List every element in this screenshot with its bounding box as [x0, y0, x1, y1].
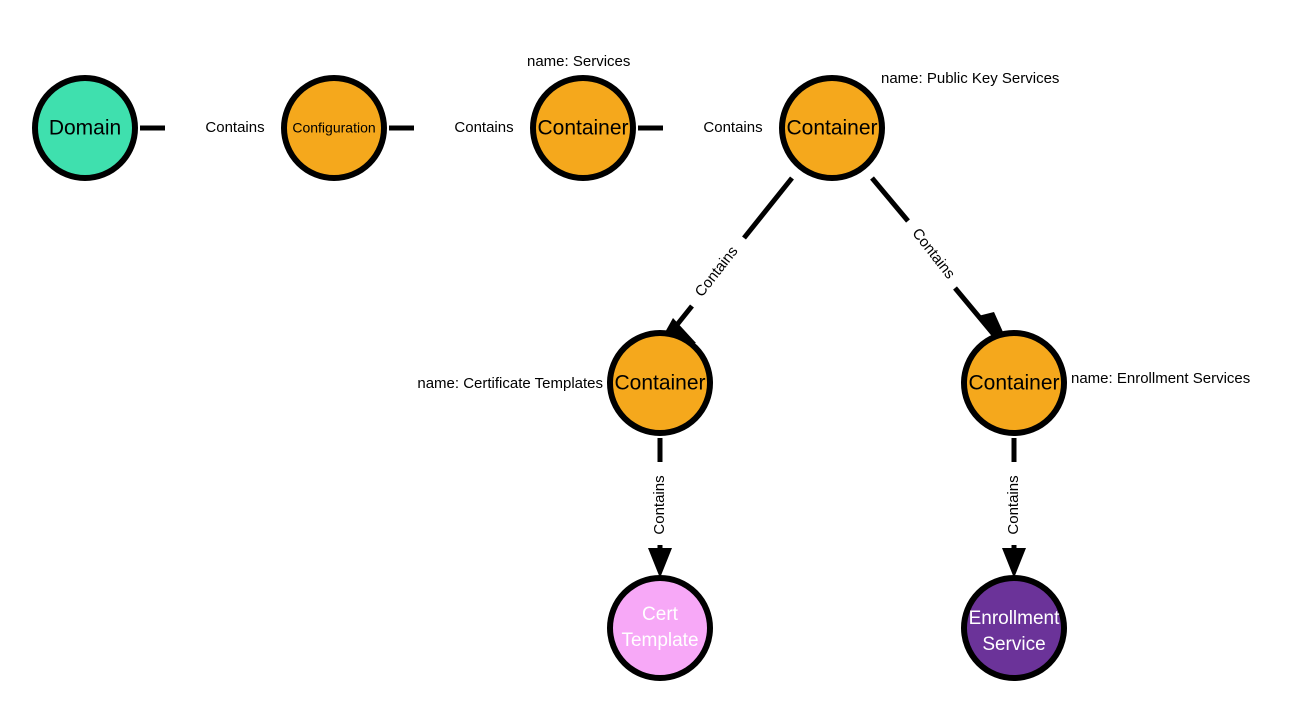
- edge-enrollment-services-enrollment-service[interactable]: Contains: [1002, 438, 1026, 578]
- node-container-enrollment-services-circle[interactable]: [961, 330, 1067, 436]
- arrowhead-icon: [648, 548, 672, 578]
- node-container-enrollment-services[interactable]: Container name: Enrollment Services: [961, 330, 1250, 436]
- edge-label-contains: Contains: [908, 225, 958, 282]
- node-container-certificate-templates-label: Container: [614, 372, 705, 395]
- node-container-public-key-services-label: Container: [786, 117, 877, 140]
- edge-stub-upper: [742, 176, 794, 240]
- node-configuration[interactable]: Configuration: [281, 75, 387, 181]
- arrowhead-icon: [1002, 548, 1026, 578]
- node-container-enrollment-services-label: Container: [968, 372, 1059, 395]
- node-enrollment-service-label-line1: Enrollment: [969, 608, 1061, 629]
- property-label-services: name: Services: [527, 53, 630, 70]
- edge-label-contains: Contains: [692, 243, 742, 300]
- edge-stub-lower: [953, 286, 1002, 344]
- edge-stub-upper: [870, 176, 910, 223]
- node-container-certificate-templates[interactable]: Container name: Certificate Templates: [417, 330, 713, 436]
- edge-label-contains: Contains: [1005, 475, 1022, 534]
- node-domain-label: Domain: [49, 117, 121, 140]
- edge-label-contains: Contains: [454, 119, 513, 136]
- node-container-public-key-services-circle[interactable]: [779, 75, 885, 181]
- edge-public-key-services-enrollment-services[interactable]: Contains: [870, 176, 1012, 352]
- node-container-certificate-templates-circle[interactable]: [607, 330, 713, 436]
- node-container-services-label: Container: [537, 117, 628, 140]
- property-label-public-key-services: name: Public Key Services: [881, 70, 1059, 87]
- node-container-services[interactable]: Container name: Services: [527, 53, 636, 181]
- node-configuration-circle[interactable]: [281, 75, 387, 181]
- property-label-certificate-templates: name: Certificate Templates: [417, 375, 603, 392]
- edge-label-contains: Contains: [205, 119, 264, 136]
- property-label-enrollment-services: name: Enrollment Services: [1071, 370, 1250, 387]
- node-cert-template[interactable]: Cert Template: [607, 575, 713, 681]
- node-enrollment-service-label-line2: Service: [982, 634, 1045, 655]
- node-configuration-label: Configuration: [292, 120, 375, 136]
- edge-certificate-templates-cert-template[interactable]: Contains: [648, 438, 672, 578]
- node-domain-circle[interactable]: [32, 75, 138, 181]
- node-enrollment-service[interactable]: Enrollment Service: [961, 575, 1067, 681]
- edge-label-contains: Contains: [703, 119, 762, 136]
- edge-label-contains: Contains: [651, 475, 668, 534]
- node-container-services-circle[interactable]: [530, 75, 636, 181]
- node-cert-template-label-line2: Template: [621, 630, 698, 651]
- node-container-public-key-services[interactable]: Container name: Public Key Services: [779, 70, 1059, 181]
- node-enrollment-service-circle[interactable]: [961, 575, 1067, 681]
- node-domain[interactable]: Domain: [32, 75, 138, 181]
- node-cert-template-label-line1: Cert: [642, 604, 679, 625]
- node-cert-template-circle[interactable]: [607, 575, 713, 681]
- edge-public-key-services-certificate-templates[interactable]: Contains: [654, 176, 794, 352]
